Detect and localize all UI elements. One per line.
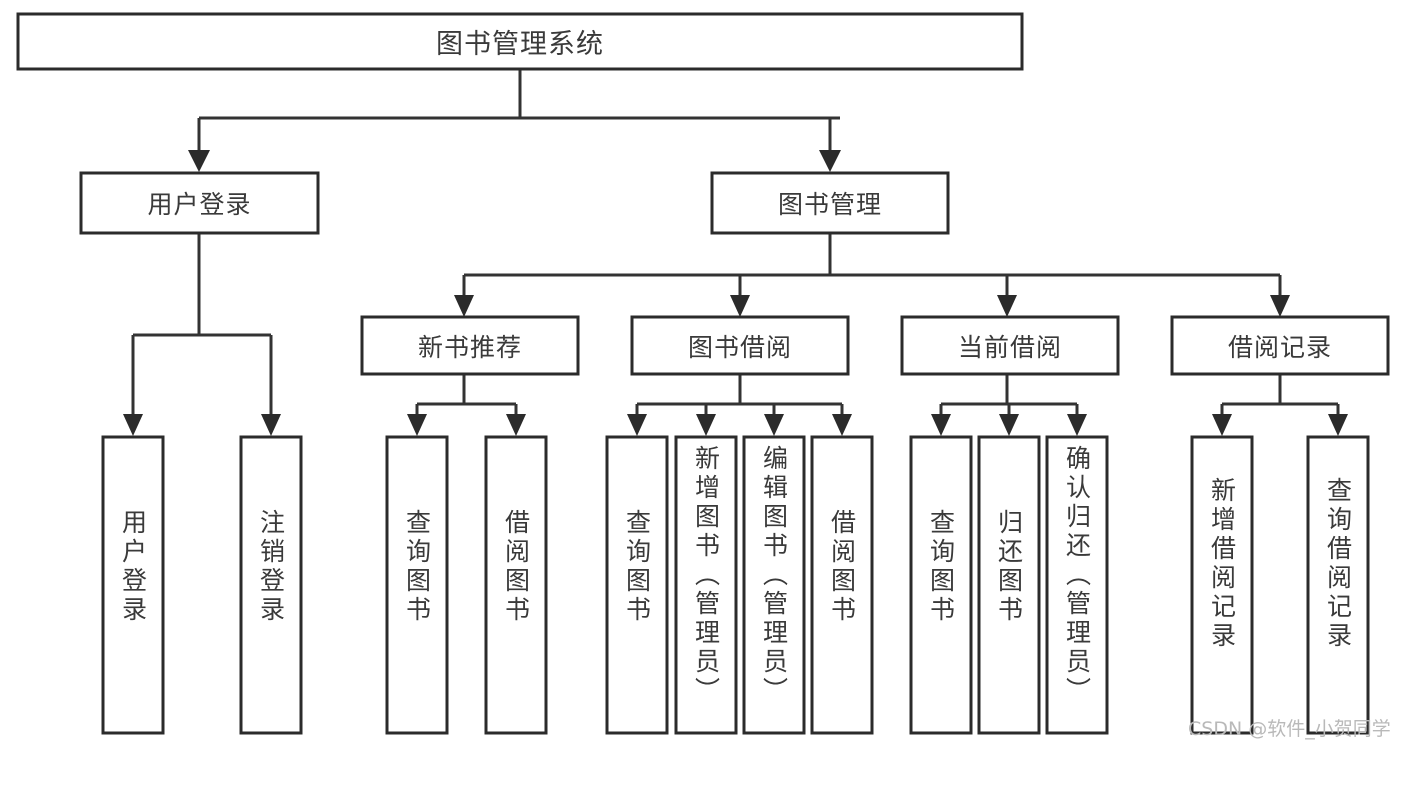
arrow-to-new-book-rec xyxy=(454,295,474,317)
arrow-to-edit-book xyxy=(764,414,784,436)
node-box-leaf-add-book[interactable] xyxy=(674,435,738,735)
arrow-to-confirm-return xyxy=(1067,414,1087,436)
arrow-to-query-book-b xyxy=(627,414,647,436)
arrow-to-current-borrow xyxy=(997,295,1017,317)
node-box-book-borrow[interactable] xyxy=(630,315,850,376)
node-box-current-borrow[interactable] xyxy=(900,315,1120,376)
arrow-to-query-book-a xyxy=(407,414,427,436)
node-box-book-manage[interactable] xyxy=(710,171,950,235)
node-box-leaf-user-login[interactable] xyxy=(101,435,165,735)
arrow-to-book-borrow xyxy=(730,295,750,317)
node-box-leaf-edit-book[interactable] xyxy=(742,435,806,735)
node-box-leaf-borrow-book-b[interactable] xyxy=(810,435,874,735)
diagram-canvas: 图书管理系统 用户登录 图书管理 新书推荐 图书借阅 当前借阅 借阅记录 用户登… xyxy=(16,12,1391,740)
arrow-to-query-record xyxy=(1328,414,1348,436)
flowchart-svg xyxy=(16,12,1390,735)
arrow-to-borrow-book-a xyxy=(506,414,526,436)
arrow-to-query-book-c xyxy=(931,414,951,436)
arrow-to-borrow-book-b xyxy=(832,414,852,436)
arrow-to-book-manage xyxy=(819,150,841,172)
node-box-new-book-rec[interactable] xyxy=(360,315,580,376)
arrow-to-leaf-user-login xyxy=(123,414,143,436)
arrow-to-return-book xyxy=(999,414,1019,436)
arrow-to-borrow-record xyxy=(1270,295,1290,317)
node-box-leaf-query-book-a[interactable] xyxy=(385,435,449,735)
connectors-layer xyxy=(123,69,1348,436)
arrow-to-user-login xyxy=(188,150,210,172)
node-box-leaf-add-record[interactable] xyxy=(1190,435,1254,735)
node-box-leaf-logout[interactable] xyxy=(239,435,303,735)
node-box-leaf-return-book[interactable] xyxy=(977,435,1041,735)
arrow-to-leaf-logout xyxy=(261,414,281,436)
node-box-borrow-record[interactable] xyxy=(1170,315,1390,376)
node-box-leaf-query-book-c[interactable] xyxy=(909,435,973,735)
nodes-layer xyxy=(16,12,1390,735)
arrow-to-add-book xyxy=(696,414,716,436)
arrow-to-add-record xyxy=(1212,414,1232,436)
node-box-leaf-query-record[interactable] xyxy=(1306,435,1370,735)
node-box-root[interactable] xyxy=(16,12,1024,71)
node-box-leaf-borrow-book-a[interactable] xyxy=(484,435,548,735)
node-box-user-login[interactable] xyxy=(79,171,320,235)
node-box-leaf-query-book-b[interactable] xyxy=(605,435,669,735)
node-box-leaf-confirm-return[interactable] xyxy=(1045,435,1109,735)
